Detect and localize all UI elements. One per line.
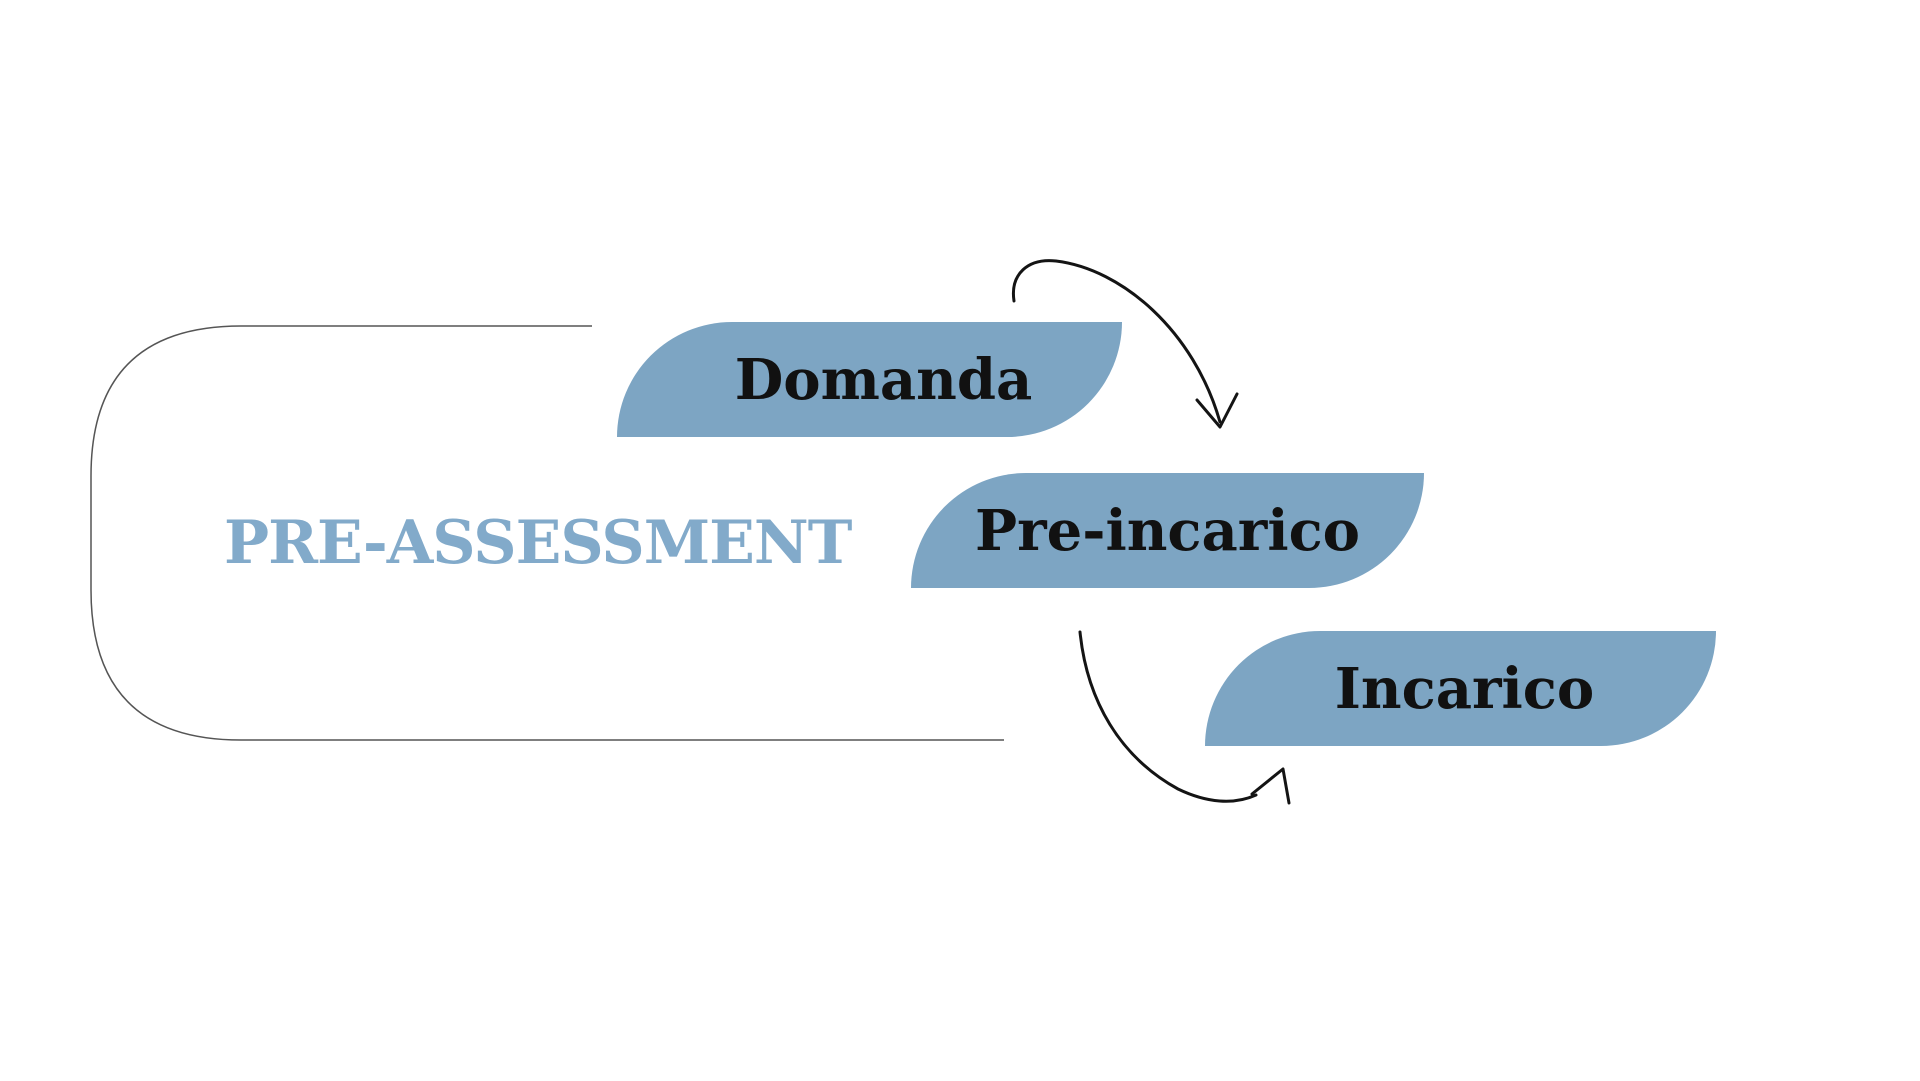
step-tab-pre-incarico: Pre-incarico: [911, 473, 1424, 588]
arrowhead-icon-down: [1195, 392, 1239, 429]
step-tab-incarico: Incarico: [1205, 631, 1716, 746]
arrowhead-icon-up-right: [1250, 767, 1291, 805]
step-tab-domanda: Domanda: [617, 322, 1122, 437]
pre-assessment-title: PRE-ASSESSMENT: [224, 508, 852, 578]
